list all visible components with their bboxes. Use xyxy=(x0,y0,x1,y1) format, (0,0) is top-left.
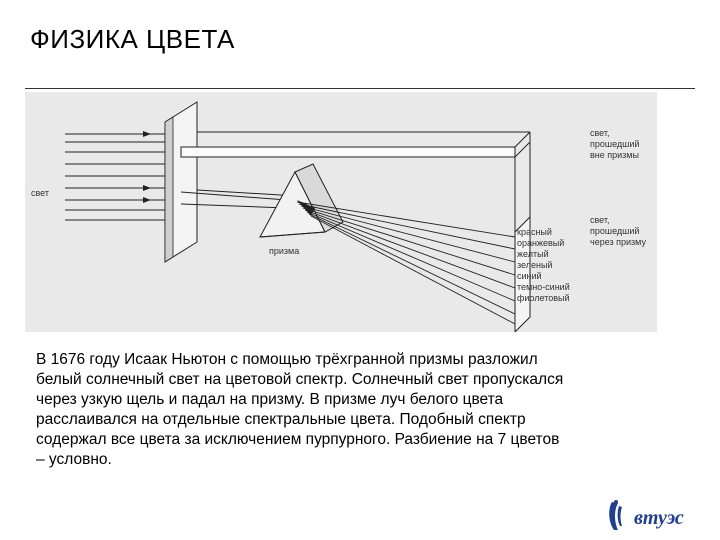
description-line: расслаивался на отдельные спектральные ц… xyxy=(36,411,526,428)
spectrum-ray xyxy=(308,213,516,315)
description-line: – условно. xyxy=(36,451,112,468)
spectrum-ray xyxy=(302,207,516,276)
incoming-rays xyxy=(65,133,170,221)
description-text: В 1676 году Исаак Ньютон с помощью трёхг… xyxy=(36,350,676,470)
outside-beam-edge xyxy=(514,141,531,158)
university-logo: втуэс xyxy=(606,498,706,534)
outside-label-line: прошедший xyxy=(590,139,639,149)
light-label: свет xyxy=(31,188,49,198)
outside-label-line: свет, xyxy=(590,128,610,138)
spectrum-ray xyxy=(310,215,516,325)
beam-line xyxy=(180,191,288,201)
spectrum-ray xyxy=(304,209,516,289)
slit-screen xyxy=(164,101,198,263)
arrowhead-icon xyxy=(143,131,151,137)
slide-title: ФИЗИКА ЦВЕТА xyxy=(30,24,235,54)
spectrum-color-label: синий xyxy=(517,271,542,281)
screen-side xyxy=(164,116,174,263)
spectrum-color-label: темно-синий xyxy=(517,282,570,292)
spectrum-color-label: оранжевый xyxy=(517,238,564,248)
outside-beam xyxy=(180,131,531,158)
description-line: В 1676 году Исаак Ньютон с помощью трёхг… xyxy=(36,351,538,368)
prism-diagram: свет призма свет, прошедший вне призмы с… xyxy=(25,92,657,332)
through-label-line: свет, xyxy=(590,215,610,225)
logo-emblem-icon: втуэс xyxy=(609,500,684,530)
outside-beam-body xyxy=(180,146,516,158)
end-screen xyxy=(514,132,531,332)
spectrum-ray xyxy=(298,203,516,250)
spectrum-ray xyxy=(300,205,516,263)
through-label-line: прошедший xyxy=(590,226,639,236)
prism-base xyxy=(259,231,326,238)
spectrum-fan xyxy=(296,201,516,325)
title-divider xyxy=(25,88,695,89)
spectrum-color-label: фиолетовый xyxy=(517,293,570,303)
description-line: белый солнечный свет на цветовой спектр.… xyxy=(36,371,564,388)
beam-line xyxy=(196,189,298,197)
prism-label: призма xyxy=(269,246,299,256)
logo-text: втуэс xyxy=(634,507,684,529)
outside-beam-edge xyxy=(514,131,531,148)
arrowhead-icon xyxy=(143,185,151,191)
outside-label-line: вне призмы xyxy=(590,150,639,160)
spectrum-ray xyxy=(296,201,516,238)
arrowhead-icon xyxy=(143,197,151,203)
prism-diagram-svg: свет призма свет, прошедший вне призмы с… xyxy=(31,101,646,332)
description-line: содержал все цвета за исключением пурпур… xyxy=(36,431,560,448)
dispersion-point xyxy=(297,200,315,216)
beam-line xyxy=(180,203,288,209)
spectrum-ray xyxy=(306,211,516,302)
through-label-line: через призму xyxy=(590,237,646,247)
ray-arrowheads xyxy=(143,131,151,203)
description-line: через узкую щель и падал на призму. В пр… xyxy=(36,391,504,408)
beam-to-prism xyxy=(180,189,298,209)
spectrum-color-label: красный xyxy=(517,227,552,237)
spectrum-color-label: зеленый xyxy=(517,260,552,270)
spectrum-color-label: желтый xyxy=(517,249,549,259)
